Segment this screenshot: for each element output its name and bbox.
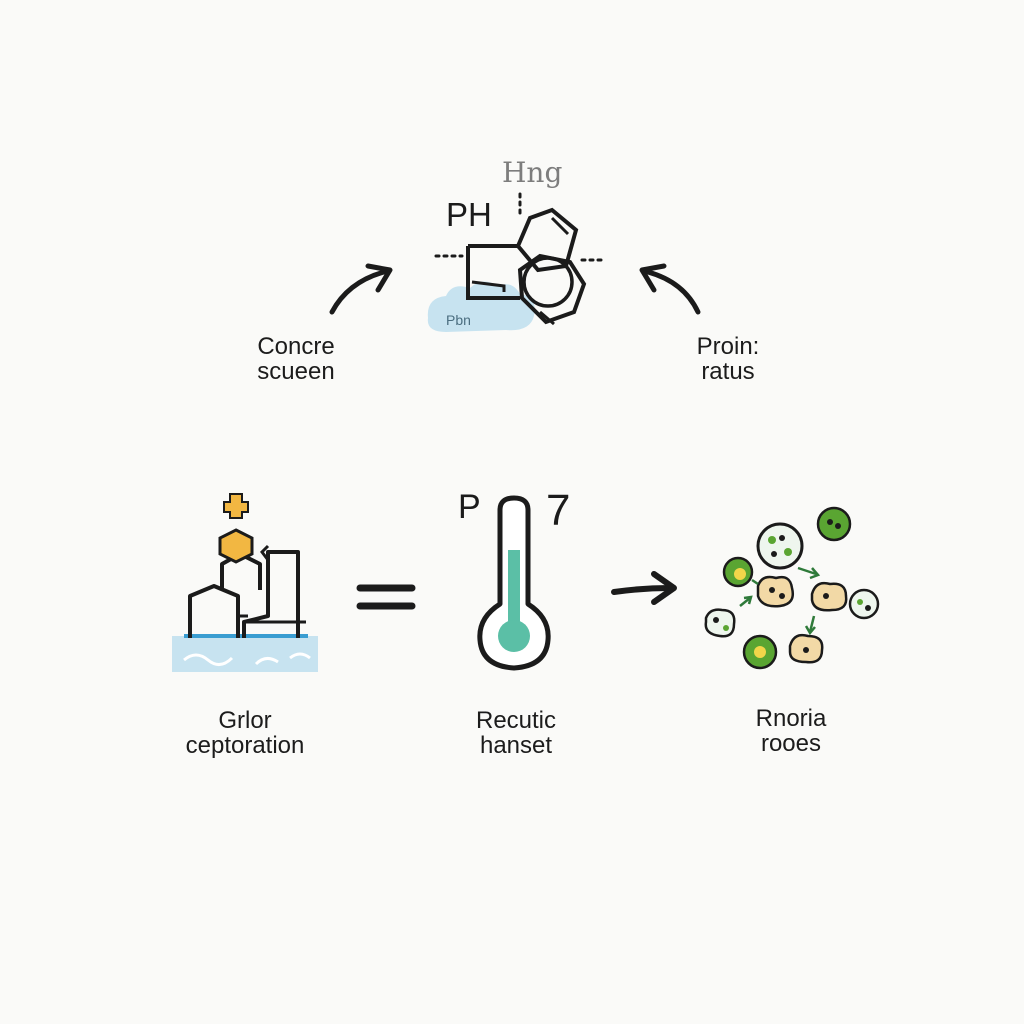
top-left-label: Concre scueen [236, 334, 356, 384]
equals-icon [356, 584, 416, 610]
bottom-left-label-line2: ceptoration [185, 732, 305, 759]
molecule-label-main: PH [446, 196, 492, 233]
thermometer-icon [477, 495, 551, 671]
bottom-right-label-line2: rooes [760, 730, 822, 757]
bottom-middle-label-line1: Recutic [475, 707, 557, 734]
thermometer-tag-right: 7 [546, 486, 571, 535]
bottom-left-label: Grlor ceptoration [160, 708, 330, 758]
bottom-right-label-line1: Rnoria [755, 705, 827, 732]
curved-arrow-icon-left [329, 263, 393, 315]
bottom-middle-label-line2: hanset [479, 732, 553, 759]
bottom-middle-label: Recutic hanset [446, 708, 586, 758]
curved-arrow-icon-right [639, 263, 701, 315]
molecule-label-cloud: Pbn [446, 312, 471, 328]
top-right-label-line2: ratus [701, 358, 755, 385]
thermometer-tag-left: P [458, 488, 481, 526]
molecule-structure-icon [427, 192, 606, 332]
microbe-cluster-icon [704, 506, 880, 670]
right-arrow-icon [611, 571, 677, 605]
bottom-right-label: Rnoria rooes [726, 706, 856, 756]
top-right-label-line1: Proin: [696, 333, 760, 360]
top-left-label-line2: scueen [257, 358, 335, 385]
top-right-label: Proin: ratus [668, 334, 788, 384]
bottom-left-label-line1: Grlor [218, 707, 272, 734]
buildings-in-water-icon [172, 493, 318, 672]
molecule-label-top: Hng [502, 156, 563, 189]
cloud-shape [427, 281, 535, 332]
top-left-label-line1: Concre [257, 333, 335, 360]
water-waves [172, 636, 318, 672]
